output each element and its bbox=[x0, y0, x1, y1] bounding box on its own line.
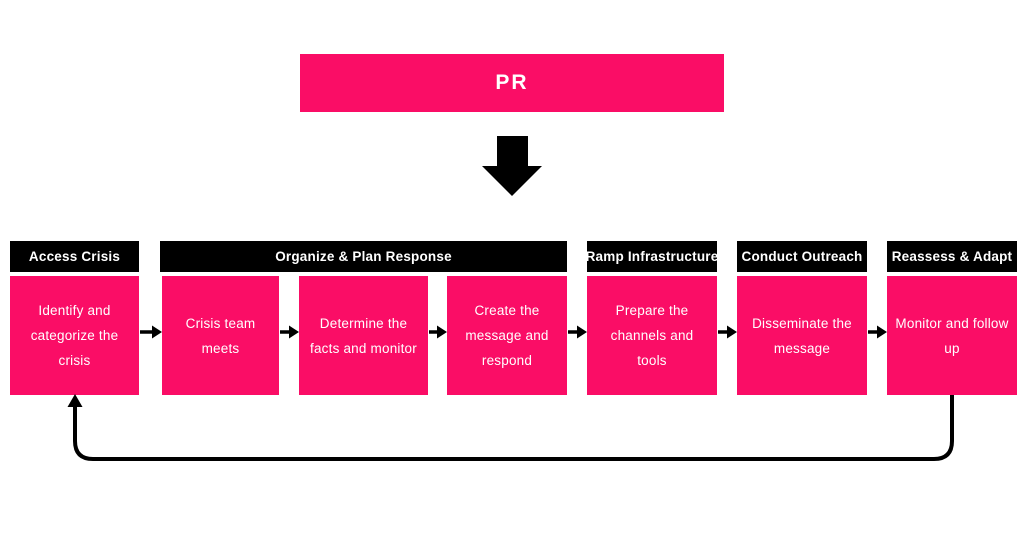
step-label: Monitor and follow up bbox=[895, 315, 1009, 356]
stage-header-reassess-adapt: Reassess & Adapt bbox=[887, 241, 1017, 272]
stage-header-conduct-outreach: Conduct Outreach bbox=[737, 241, 867, 272]
right-arrow-icon bbox=[568, 325, 587, 339]
right-arrow-icon bbox=[718, 325, 737, 339]
step-label: Prepare the channels and tools bbox=[610, 303, 694, 368]
down-arrow-head bbox=[482, 166, 542, 196]
step-box-crisis-team-meets: Crisis team meets bbox=[162, 276, 279, 395]
step-label: Crisis team meets bbox=[185, 315, 256, 356]
step-label: Create the message and respond bbox=[465, 303, 549, 368]
stage-header-ramp-infrastructure: Ramp Infrastructure bbox=[586, 241, 718, 272]
right-arrow-icon bbox=[868, 325, 887, 339]
step-box-create-message: Create the message and respond bbox=[447, 276, 567, 395]
stage-header-access-crisis: Access Crisis bbox=[10, 241, 139, 272]
step-box-identify-crisis: Identify and categorize the crisis bbox=[10, 276, 139, 395]
step-box-prepare-channels: Prepare the channels and tools bbox=[587, 276, 717, 395]
step-box-determine-facts: Determine the facts and monitor bbox=[299, 276, 428, 395]
step-label: Disseminate the message bbox=[752, 315, 852, 356]
right-arrow-icon bbox=[429, 325, 447, 339]
step-label: Determine the facts and monitor bbox=[310, 315, 417, 356]
loop-up-arrow-icon bbox=[67, 394, 954, 461]
stage-header-organize-plan-response: Organize & Plan Response bbox=[160, 241, 567, 272]
down-arrow-stem bbox=[497, 136, 528, 167]
pr-banner: PR bbox=[300, 54, 724, 112]
right-arrow-icon bbox=[280, 325, 299, 339]
step-label: Identify and categorize the crisis bbox=[30, 303, 119, 368]
banner-title: PR bbox=[495, 71, 529, 94]
step-box-monitor-follow-up: Monitor and follow up bbox=[887, 276, 1017, 395]
step-box-disseminate-message: Disseminate the message bbox=[737, 276, 867, 395]
right-arrow-icon bbox=[140, 325, 162, 339]
